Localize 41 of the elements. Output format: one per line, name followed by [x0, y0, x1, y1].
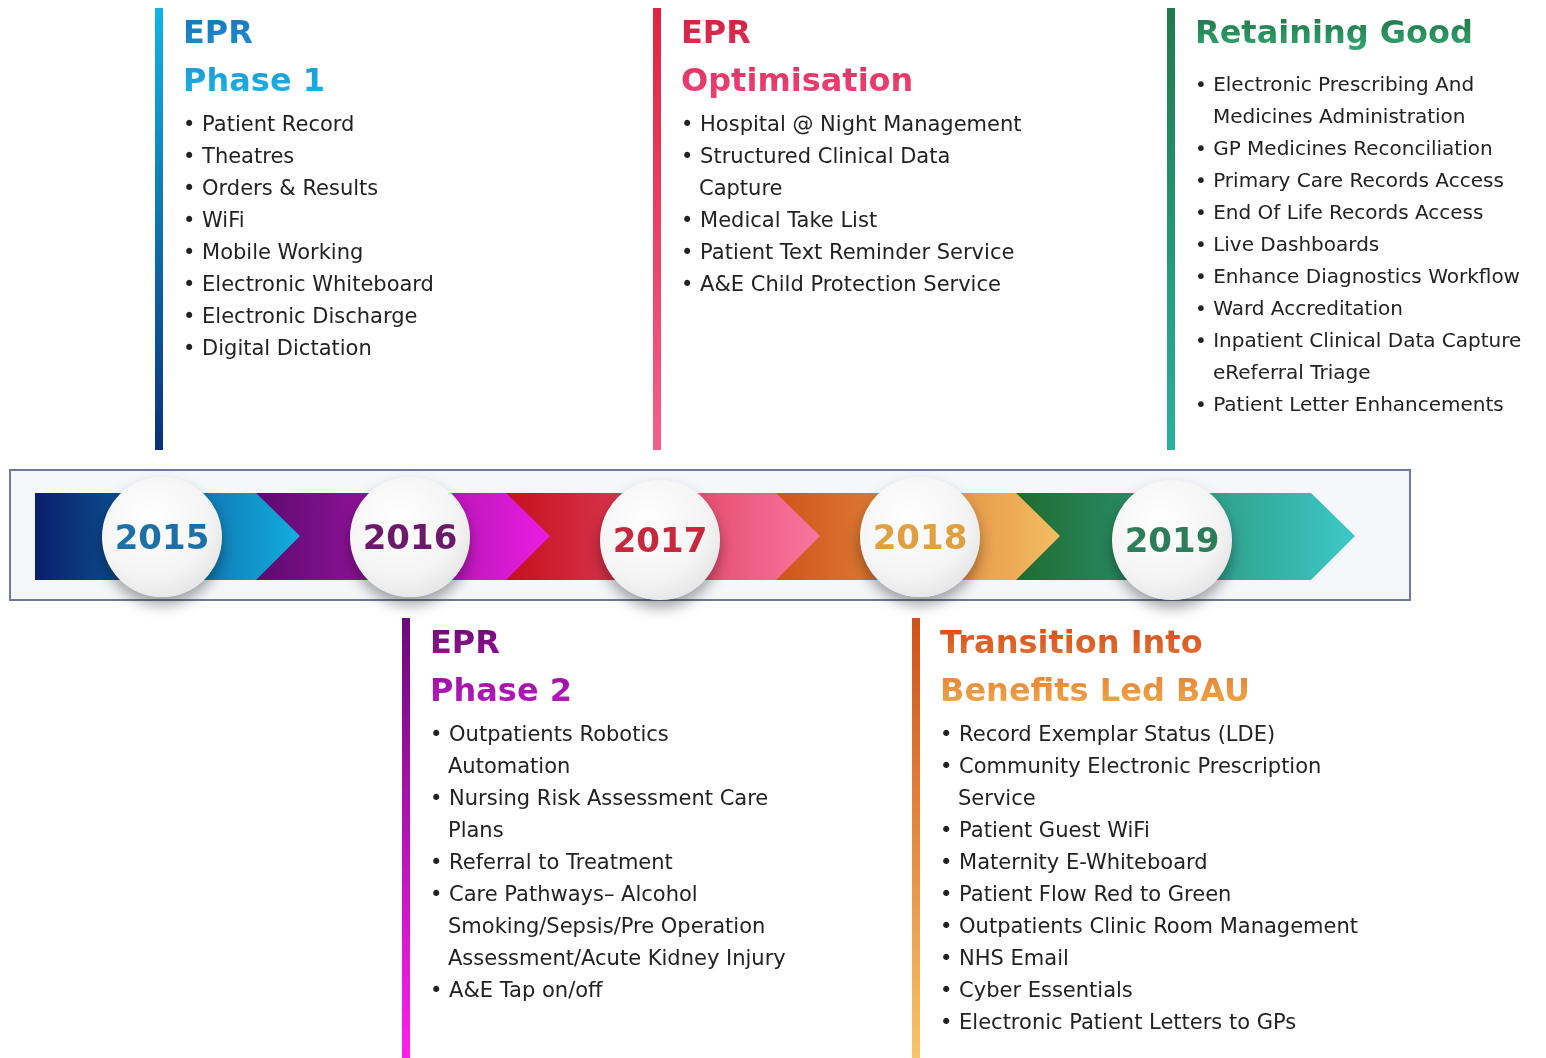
year-label: 2018	[872, 517, 968, 557]
list-item: • Outpatients Clinic Room Management	[940, 913, 1359, 940]
list-item: • Patient Flow Red to Green	[940, 881, 1233, 908]
list-item: • Maternity E-Whiteboard	[940, 849, 1209, 876]
list-item: • Inpatient Clinical Data Capture eReferral Triage	[1195, 327, 1523, 386]
list-item: • Mobile Working	[183, 239, 365, 266]
list-item: • Electronic Discharge	[183, 303, 419, 330]
list-item: • Ward Accreditation	[1195, 295, 1404, 322]
list-item: • A&E Child Protection Service	[681, 271, 1002, 298]
list-item: • WiFi	[183, 207, 246, 234]
list-item: • Outpatients Robotics Automation	[430, 721, 670, 780]
list-item: • Primary Care Records Access	[1195, 167, 1505, 194]
list-item: • Medical Take List	[681, 207, 879, 234]
list-item: • Live Dashboards	[1195, 231, 1381, 258]
year-label: 2015	[114, 517, 210, 557]
list-item: • Cyber Essentials	[940, 977, 1134, 1004]
list-item: • Referral to Treatment	[430, 849, 674, 876]
list-item: • Hospital @ Night Management	[681, 111, 1023, 138]
list-item: • Electronic Prescribing And Medicines Administration	[1195, 71, 1476, 130]
year-label: 2019	[1124, 520, 1220, 560]
year-label: 2017	[612, 520, 708, 560]
list-item: • Enhance Diagnostics Workflow	[1195, 263, 1521, 290]
list-item: • Patient Guest WiFi	[940, 817, 1151, 844]
list-item: • Patient Record	[183, 111, 356, 138]
list-item: • Digital Dictation	[183, 335, 373, 362]
list-item: • Care Pathways– Alcohol Smoking/Sepsis/Pre Operation Assessment/Acute Kidney Injury	[430, 881, 787, 972]
list-item: • Nursing Risk Assessment Care Plans	[430, 785, 770, 844]
list-item: • Structured Clinical Data Capture	[681, 143, 952, 202]
list-item: • Electronic Whiteboard	[183, 271, 435, 298]
list-item: • A&E Tap on/off	[430, 977, 604, 1004]
year-label: 2016	[362, 517, 458, 557]
list-item: • Community Electronic Prescription Service	[940, 753, 1323, 812]
list-item: • Theatres	[183, 143, 296, 170]
list-item: • Patient Text Reminder Service	[681, 239, 1016, 266]
list-item: • Orders & Results	[183, 175, 380, 202]
list-item: • Patient Letter Enhancements	[1195, 391, 1505, 418]
list-item: • NHS Email	[940, 945, 1070, 972]
list-item: • GP Medicines Reconciliation	[1195, 135, 1494, 162]
list-item: • Electronic Patient Letters to GPs	[940, 1009, 1298, 1036]
list-item: • End Of Life Records Access	[1195, 199, 1485, 226]
list-item: • Record Exemplar Status (LDE)	[940, 721, 1277, 748]
